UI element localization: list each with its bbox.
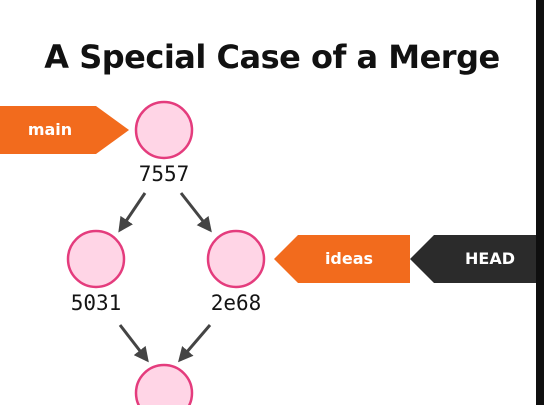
right-edge-bar — [536, 0, 544, 405]
arrow-5031-to-merge — [118, 324, 149, 363]
arrow-7557-to-5031 — [118, 192, 147, 233]
commit-id-2e68: 2e68 — [210, 291, 262, 315]
main-branch-tag — [0, 106, 129, 154]
head-pointer-tag — [410, 235, 544, 283]
ideas-branch-tag — [274, 235, 410, 283]
commit-id-5031: 5031 — [70, 291, 122, 315]
arrow-7557-to-2e68 — [179, 192, 212, 233]
commit-id-7557: 7557 — [138, 162, 190, 186]
slide-title: A Special Case of a Merge — [44, 38, 500, 76]
ideas-branch-label: ideas — [324, 249, 374, 268]
commit-node-merge — [134, 363, 194, 405]
head-pointer-label: HEAD — [465, 249, 515, 268]
commit-node-7557 — [134, 100, 194, 160]
commit-node-5031 — [66, 229, 126, 289]
arrow-2e68-to-merge — [178, 324, 212, 363]
main-branch-label: main — [27, 120, 73, 139]
commit-node-2e68 — [206, 229, 266, 289]
